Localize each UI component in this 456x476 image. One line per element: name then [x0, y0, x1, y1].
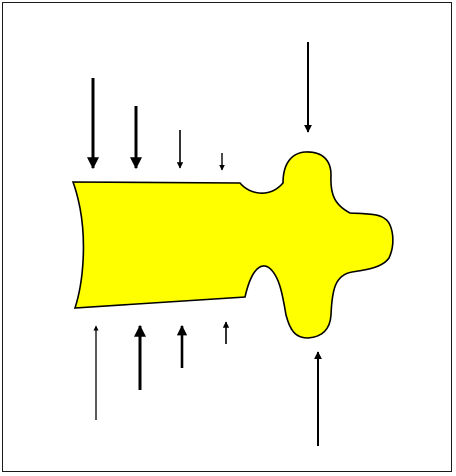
- yellow-shape: [73, 152, 393, 338]
